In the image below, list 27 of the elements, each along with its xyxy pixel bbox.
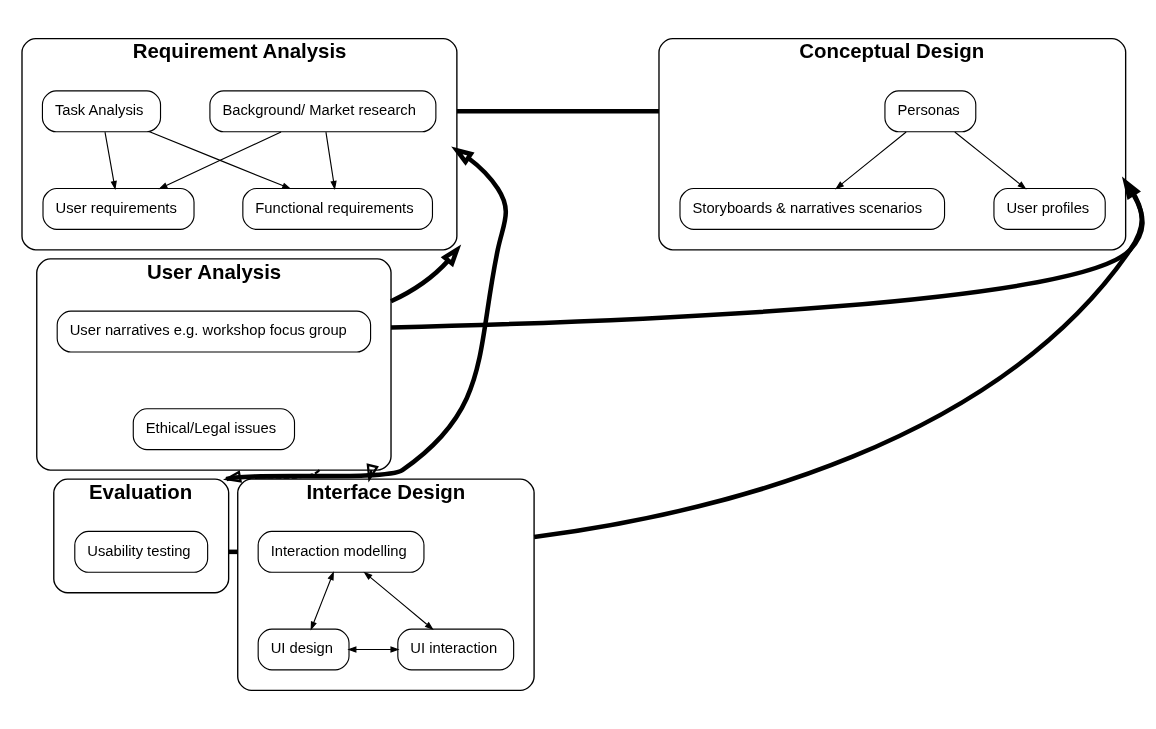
arrow [363, 571, 434, 631]
node-box: Storyboards & narratives scenarios [679, 187, 946, 230]
arrow [366, 463, 379, 483]
node-box: UI design [257, 628, 350, 671]
arrow [225, 146, 508, 482]
connector [456, 109, 659, 114]
node-box: UI interaction [397, 628, 515, 671]
arrow [310, 571, 334, 631]
node-box: Background/ Market research [209, 90, 437, 133]
node-box: Task Analysis [41, 90, 162, 133]
arrow [347, 646, 400, 653]
node-box: Functional requirements [242, 187, 434, 230]
arrow [390, 244, 462, 304]
connector [533, 181, 1144, 540]
arrow [325, 131, 337, 191]
arrow [223, 469, 321, 483]
node-box: User profiles [993, 187, 1106, 230]
node-box: Ethical/Legal issues [132, 408, 296, 451]
arrow [835, 131, 907, 190]
arrow [104, 131, 117, 191]
node-box: Usability testing [74, 530, 209, 573]
node-box: Personas [884, 90, 977, 133]
node-box: User narratives e.g. workshop focus group [56, 310, 372, 353]
arrow [390, 176, 1145, 330]
node-box: Interaction modelling [257, 530, 425, 573]
node-box: User requirements [42, 187, 195, 230]
arrow [954, 131, 1027, 190]
